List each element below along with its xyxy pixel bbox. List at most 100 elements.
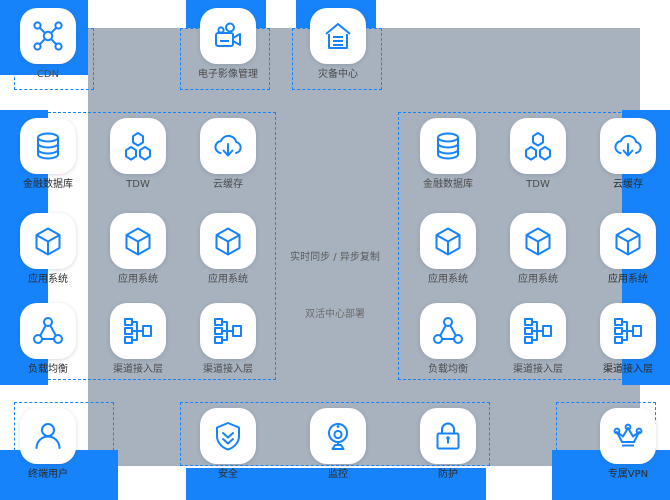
- node-card-l-app-3[interactable]: [200, 213, 256, 269]
- lock-icon: [436, 422, 460, 450]
- node-r-fin-db[interactable]: 金融数据库: [416, 118, 480, 191]
- node-label-l-ch-1: 渠道接入层: [113, 364, 163, 375]
- node-label-l-tdw: TDW: [126, 179, 150, 190]
- node-l-ch-2[interactable]: 渠道接入层: [196, 303, 260, 376]
- node-b-protect[interactable]: 防护: [416, 408, 480, 481]
- node-card-l-app-1[interactable]: [20, 213, 76, 269]
- node-card-l-app-2[interactable]: [110, 213, 166, 269]
- node-card-r-app-2[interactable]: [510, 213, 566, 269]
- node-l-app-3[interactable]: 应用系统: [196, 213, 260, 286]
- node-label-eim: 电子影像管理: [198, 69, 258, 80]
- node-b-monitor[interactable]: 监控: [306, 408, 370, 481]
- node-label-r-ch-2: 渠道接入层: [603, 364, 653, 375]
- shield-check-icon: [216, 422, 240, 451]
- node-card-l-tdw[interactable]: [110, 118, 166, 174]
- node-label-cdn: CDN: [36, 69, 60, 80]
- node-b-security[interactable]: 安全: [196, 408, 260, 481]
- node-label-r-cache: 云缓存: [613, 179, 643, 190]
- node-card-l-cache[interactable]: [200, 118, 256, 174]
- node-l-lb[interactable]: 负载均衡: [16, 303, 80, 376]
- node-card-r-lb[interactable]: [420, 303, 476, 359]
- node-label-b-user: 终端用户: [28, 469, 68, 480]
- node-r-app-3[interactable]: 应用系统: [596, 213, 660, 286]
- node-r-app-2[interactable]: 应用系统: [506, 213, 570, 286]
- node-card-b-monitor[interactable]: [310, 408, 366, 464]
- node-r-lb[interactable]: 负载均衡: [416, 303, 480, 376]
- node-card-l-fin-db[interactable]: [20, 118, 76, 174]
- node-card-r-cache[interactable]: [600, 118, 656, 174]
- cloud-download-icon: [614, 134, 642, 157]
- node-label-r-tdw: TDW: [526, 179, 550, 190]
- cloud-download-icon: [214, 134, 242, 157]
- node-card-r-app-1[interactable]: [420, 213, 476, 269]
- node-label-r-app-2: 应用系统: [518, 274, 558, 285]
- node-label-l-app-3: 应用系统: [208, 274, 248, 285]
- node-card-b-vpn[interactable]: [600, 408, 656, 464]
- node-l-tdw[interactable]: TDW: [106, 118, 170, 191]
- node-card-r-app-3[interactable]: [600, 213, 656, 269]
- cube-icon: [525, 227, 551, 256]
- node-card-r-ch-2[interactable]: [600, 303, 656, 359]
- node-card-r-ch-1[interactable]: [510, 303, 566, 359]
- node-card-l-lb[interactable]: [20, 303, 76, 359]
- node-card-l-ch-2[interactable]: [200, 303, 256, 359]
- node-label-b-security: 安全: [218, 469, 238, 480]
- node-r-app-1[interactable]: 应用系统: [416, 213, 480, 286]
- node-label-l-lb: 负载均衡: [28, 364, 68, 375]
- database-icon: [37, 132, 59, 160]
- node-label-l-ch-2: 渠道接入层: [203, 364, 253, 375]
- cdn-network-icon: [33, 21, 63, 51]
- node-label-r-fin-db: 金融数据库: [423, 179, 473, 190]
- node-label-drc: 灾备中心: [318, 69, 358, 80]
- node-l-app-1[interactable]: 应用系统: [16, 213, 80, 286]
- node-label-l-app-2: 应用系统: [118, 274, 158, 285]
- node-cdn[interactable]: CDN: [16, 8, 80, 81]
- user-icon: [35, 423, 61, 449]
- node-card-b-protect[interactable]: [420, 408, 476, 464]
- org-tree-icon: [524, 318, 552, 344]
- node-l-app-2[interactable]: 应用系统: [106, 213, 170, 286]
- cube-icon: [615, 227, 641, 256]
- cube-icon: [35, 227, 61, 256]
- node-label-l-app-1: 应用系统: [28, 274, 68, 285]
- node-eim[interactable]: 电子影像管理: [196, 8, 260, 81]
- warehouse-icon: [325, 23, 351, 49]
- node-drc[interactable]: 灾备中心: [306, 8, 370, 81]
- center-deploy-label: 双活中心部署: [305, 309, 365, 320]
- node-label-r-lb: 负载均衡: [428, 364, 468, 375]
- node-label-r-app-1: 应用系统: [428, 274, 468, 285]
- node-l-ch-1[interactable]: 渠道接入层: [106, 303, 170, 376]
- node-b-vpn[interactable]: 专属VPN: [596, 408, 660, 481]
- node-card-r-fin-db[interactable]: [420, 118, 476, 174]
- cube-icon: [125, 227, 151, 256]
- node-card-cdn[interactable]: [20, 8, 76, 64]
- hexagon-cluster-icon: [525, 132, 551, 161]
- node-card-l-ch-1[interactable]: [110, 303, 166, 359]
- node-card-eim[interactable]: [200, 8, 256, 64]
- org-tree-icon: [214, 318, 242, 344]
- hexagon-cluster-icon: [125, 132, 151, 161]
- node-card-b-security[interactable]: [200, 408, 256, 464]
- load-balancer-icon: [33, 317, 63, 344]
- load-balancer-icon: [433, 317, 463, 344]
- node-r-tdw[interactable]: TDW: [506, 118, 570, 191]
- group-box-bottom-user: [14, 402, 114, 466]
- cube-icon: [435, 227, 461, 256]
- node-card-drc[interactable]: [310, 8, 366, 64]
- node-b-user[interactable]: 终端用户: [16, 408, 80, 481]
- cube-icon: [215, 227, 241, 256]
- node-label-r-ch-1: 渠道接入层: [513, 364, 563, 375]
- node-l-fin-db[interactable]: 金融数据库: [16, 118, 80, 191]
- node-r-ch-1[interactable]: 渠道接入层: [506, 303, 570, 376]
- node-card-r-tdw[interactable]: [510, 118, 566, 174]
- node-label-b-protect: 防护: [438, 469, 458, 480]
- node-label-l-fin-db: 金融数据库: [23, 179, 73, 190]
- node-label-b-vpn: 专属VPN: [607, 469, 649, 480]
- blue-slab-bottom-mid: [186, 468, 486, 500]
- crown-icon: [613, 423, 643, 447]
- node-r-cache[interactable]: 云缓存: [596, 118, 660, 191]
- node-card-b-user[interactable]: [20, 408, 76, 464]
- node-r-ch-2[interactable]: 渠道接入层: [596, 303, 660, 376]
- node-l-cache[interactable]: 云缓存: [196, 118, 260, 191]
